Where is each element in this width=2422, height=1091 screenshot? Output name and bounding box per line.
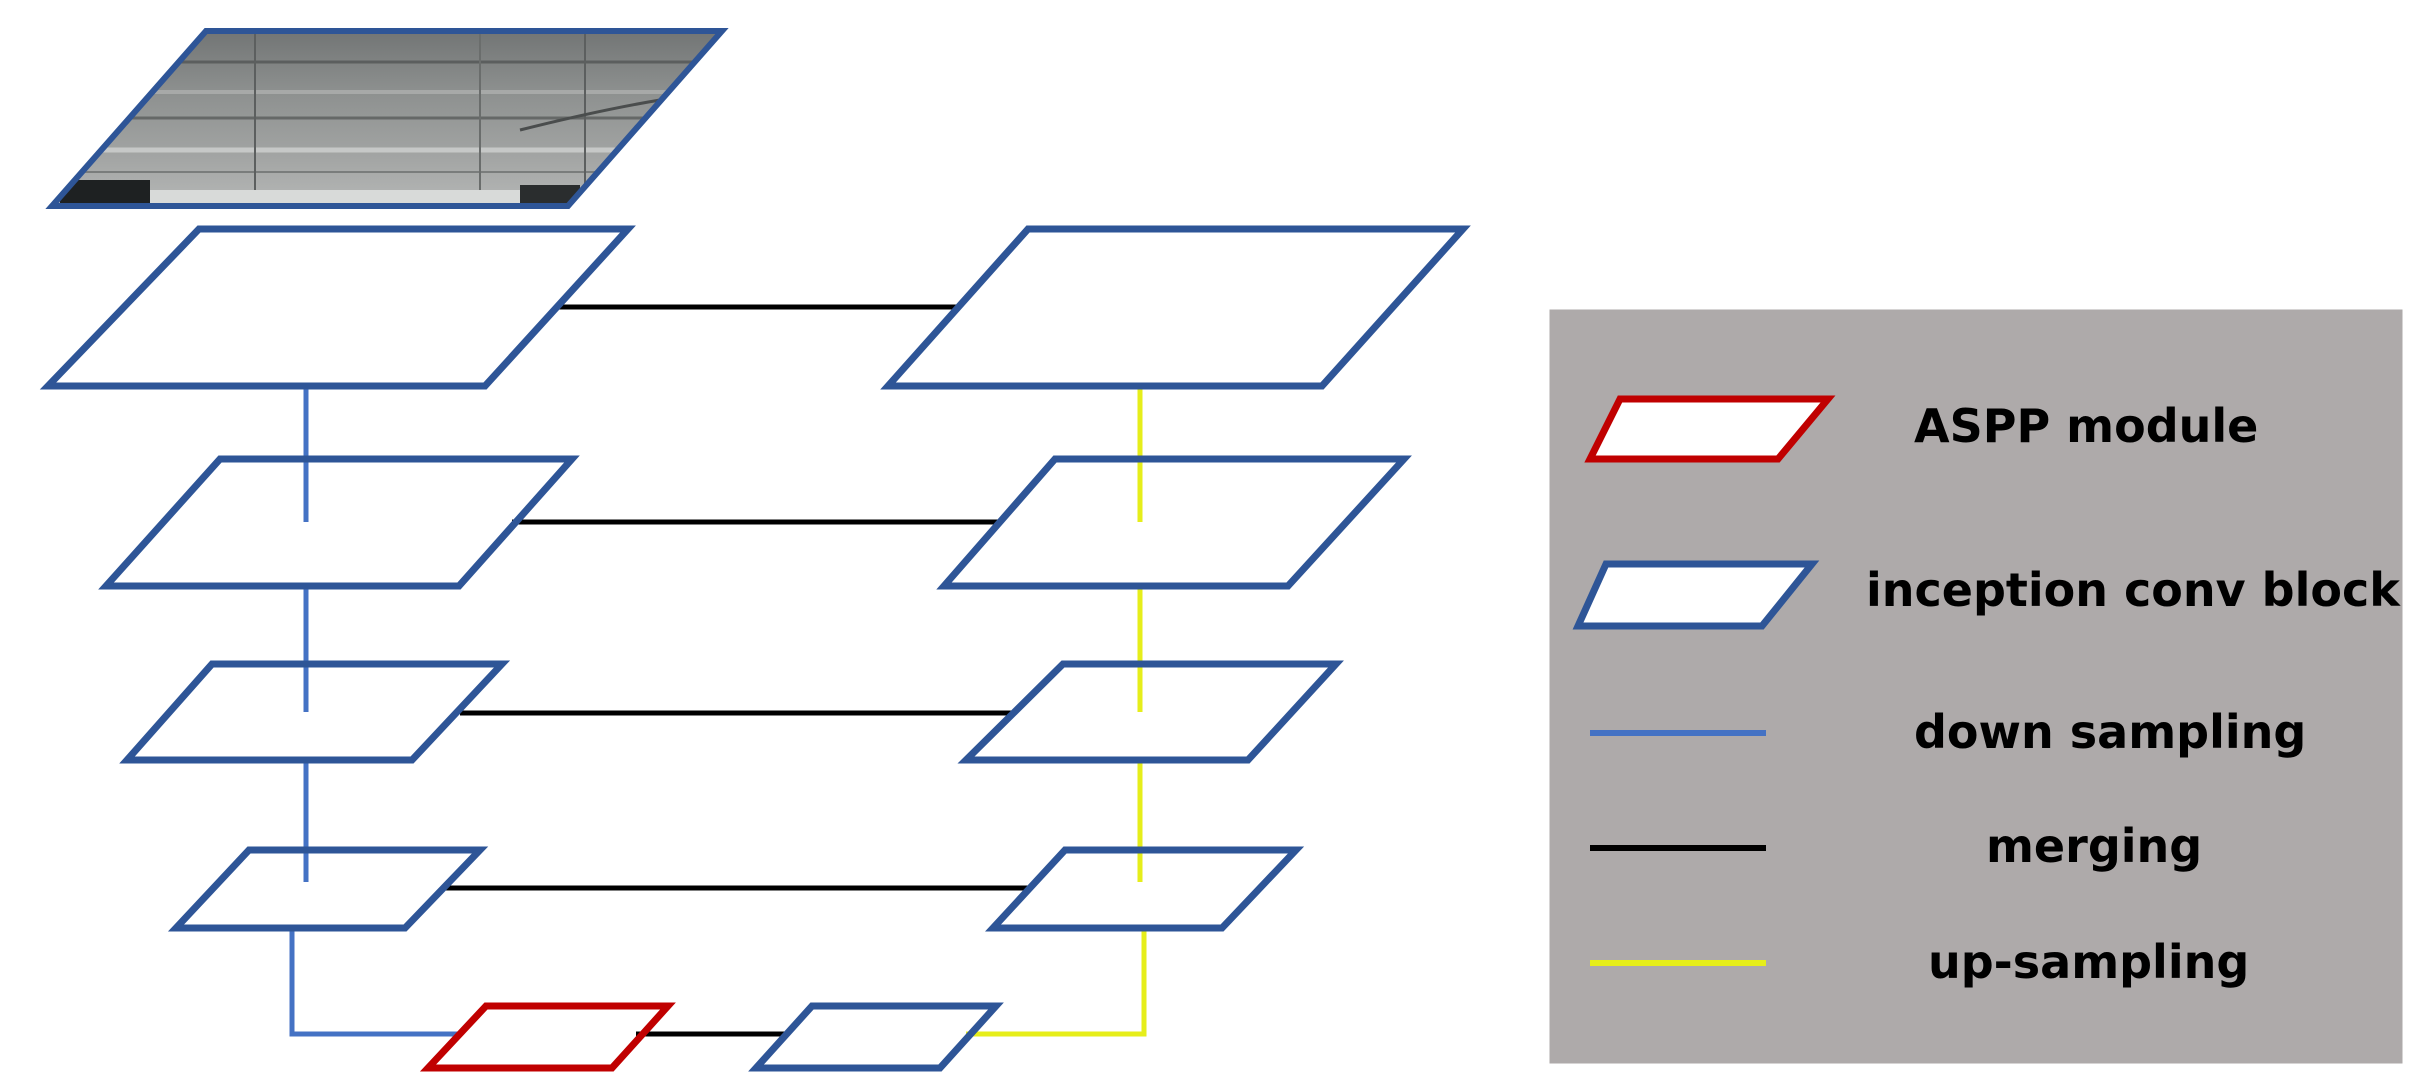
inception-conv-block xyxy=(39,225,636,390)
up-sampling-line-4 xyxy=(966,928,1147,1037)
concrete-surface-photo-icon xyxy=(52,31,722,206)
red-parallelogram-icon xyxy=(1584,395,1836,463)
legend-label-aspp: ASPP module xyxy=(1914,399,2258,453)
inception-conv-block xyxy=(957,660,1344,764)
inception-conv-block xyxy=(167,846,489,932)
bottleneck xyxy=(419,1002,1004,1072)
legend-item-down-sampling: down sampling xyxy=(1590,705,2306,759)
down-sampling-line-4 xyxy=(289,928,458,1037)
legend: ASPP module inception conv block down sa… xyxy=(1546,306,2406,1067)
legend-item-aspp: ASPP module xyxy=(1584,395,2258,463)
decoder-blocks xyxy=(880,225,1471,932)
legend-label-down-sampling: down sampling xyxy=(1914,705,2306,759)
aspp-module xyxy=(419,1002,676,1072)
encoder-blocks xyxy=(39,225,636,932)
inception-conv-block xyxy=(119,660,511,764)
legend-label-inception: inception conv block xyxy=(1866,563,2401,617)
blue-parallelogram-icon xyxy=(1572,560,1820,630)
inception-conv-block xyxy=(748,1002,1004,1072)
inception-conv-block xyxy=(98,455,580,590)
inception-conv-block xyxy=(985,846,1305,932)
legend-label-merging: merging xyxy=(1986,819,2202,873)
legend-label-up-sampling: up-sampling xyxy=(1928,935,2249,989)
legend-item-merging: merging xyxy=(1590,819,2202,873)
connections xyxy=(289,304,1147,1037)
input-image xyxy=(45,28,729,209)
inception-conv-block xyxy=(880,225,1471,390)
legend-item-up-sampling: up-sampling xyxy=(1590,935,2249,989)
legend-item-inception: inception conv block xyxy=(1572,560,2401,630)
inception-conv-block xyxy=(936,455,1412,590)
